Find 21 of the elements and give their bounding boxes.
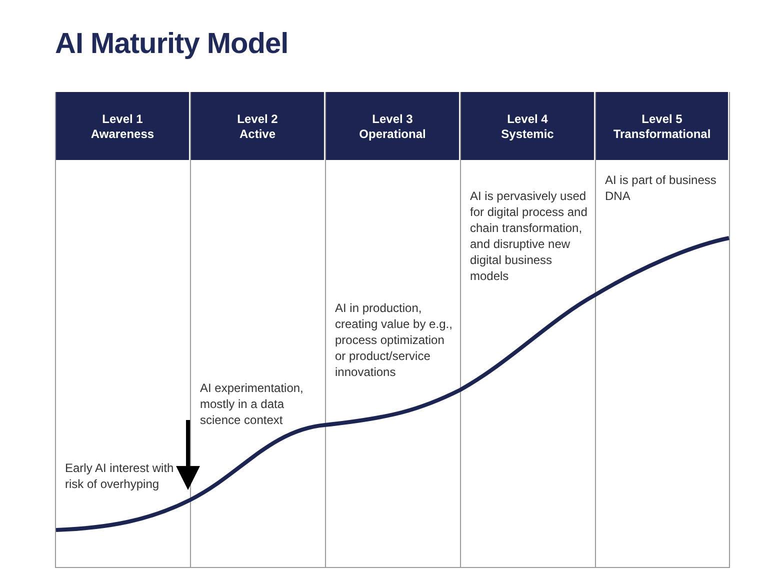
level-number: Level 2	[236, 112, 279, 127]
table-column	[190, 92, 325, 568]
level-name: Transformational	[612, 127, 712, 142]
level-number: Level 3	[371, 112, 414, 127]
level-name: Systemic	[500, 127, 555, 142]
level-name: Operational	[358, 127, 427, 142]
level-description: AI experimentation, mostly in a data science context	[200, 380, 304, 428]
table-column	[460, 92, 595, 568]
level-description: AI in production, creating value by e.g., process optimization or product/service innovations	[335, 300, 453, 380]
level-description: AI is pervasively used for digital process and chain transformation, and disruptive new digital business models	[470, 188, 588, 284]
level-name: Awareness	[90, 127, 156, 142]
table-column	[55, 92, 190, 568]
table-column	[325, 92, 460, 568]
level-number: Level 4	[506, 112, 549, 127]
level-number: Level 1	[101, 112, 144, 127]
level-description: AI is part of business DNA	[605, 172, 718, 204]
title: AI Maturity Model	[55, 28, 288, 61]
level-description: Early AI interest with risk of overhyping	[65, 460, 175, 492]
level-name: Active	[238, 127, 277, 142]
table-column	[595, 92, 730, 568]
level-number: Level 5	[640, 112, 684, 127]
